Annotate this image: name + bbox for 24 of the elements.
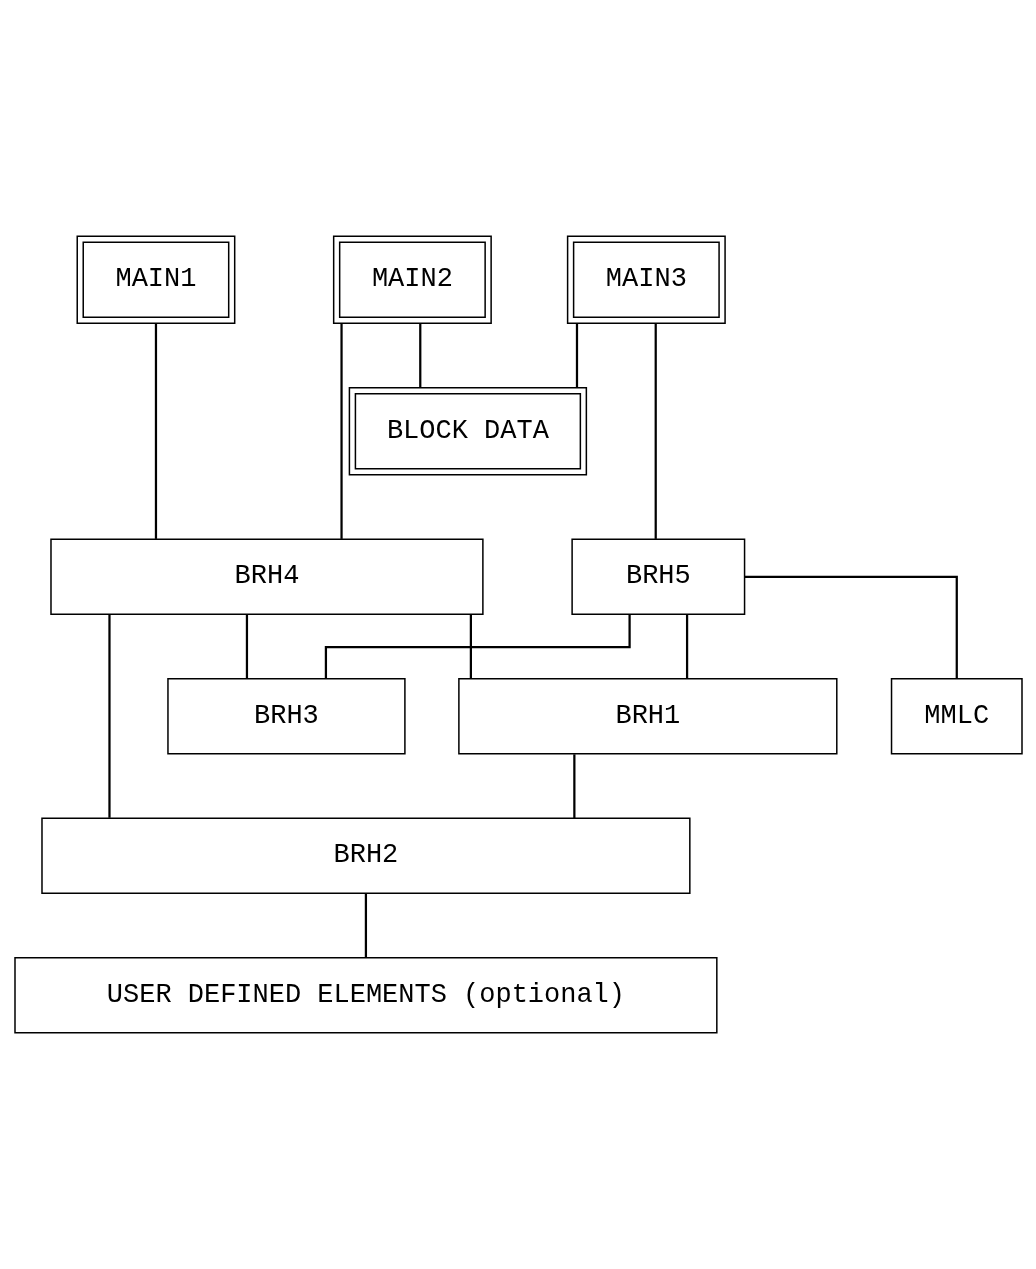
connector: [339, 323, 343, 539]
node-box: BLOCK DATA: [348, 387, 587, 476]
node-box: USER DEFINED ELEMENTS (optional): [13, 956, 718, 1034]
connector: [469, 614, 472, 679]
connector: [685, 614, 688, 679]
connector: [744, 575, 958, 679]
node-box: MAIN2: [332, 235, 492, 325]
connector: [364, 893, 367, 958]
node-box: BRH5: [570, 538, 745, 615]
connector: [107, 614, 111, 818]
node-box: BRH4: [49, 538, 484, 615]
connector: [324, 614, 631, 679]
connector: [572, 754, 575, 819]
connector: [575, 323, 578, 388]
node-box: BRH2: [40, 817, 691, 894]
node-box: BRH3: [166, 678, 406, 755]
connector: [154, 323, 157, 539]
node-box: BRH1: [457, 678, 838, 755]
connector: [654, 323, 657, 539]
node-box: MAIN3: [566, 235, 726, 325]
connector: [245, 614, 248, 679]
node-box: MMLC: [890, 678, 1023, 755]
connector: [418, 323, 421, 388]
node-box: MAIN1: [76, 235, 235, 325]
